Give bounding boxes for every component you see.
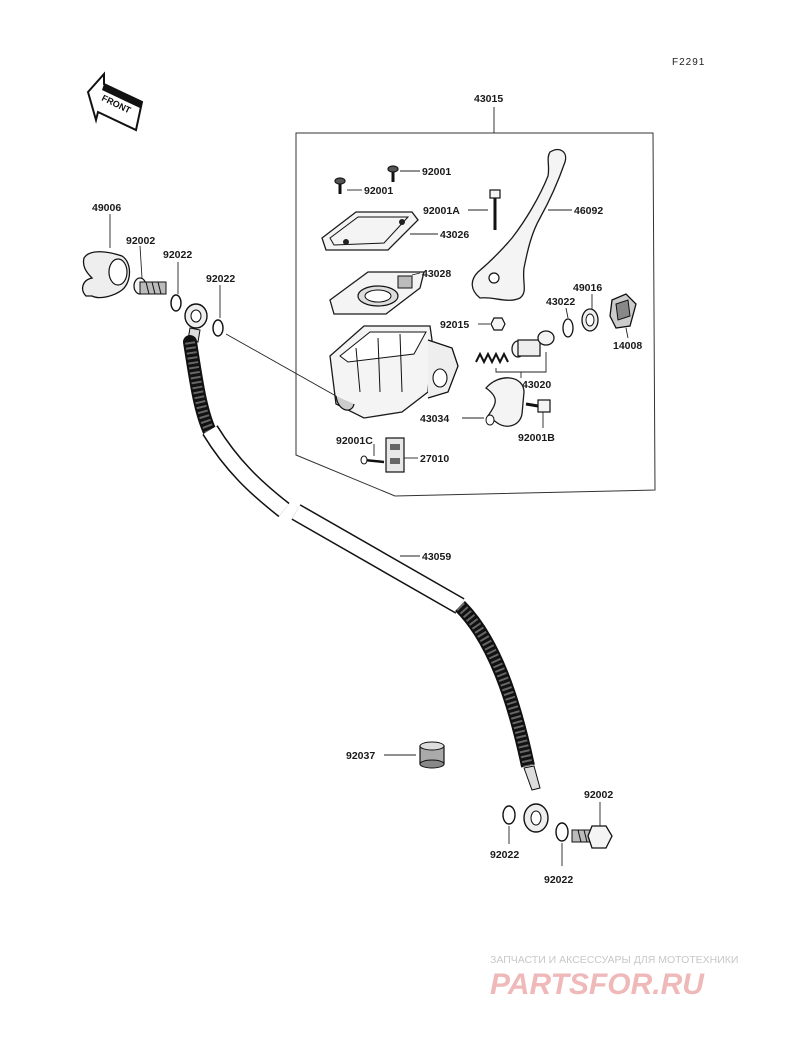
screw-92001-lower [334,177,346,194]
label-92037: 92037 [346,750,375,762]
washer-43022 [562,318,574,338]
watermark-tagline: ЗАПЧАСТИ И АКСЕССУАРЫ ДЛЯ МОТОТЕХНИКИ [490,954,738,966]
dust-boot-49016 [581,308,599,332]
label-92022-top2: 92022 [206,273,235,285]
assembly-boundary [295,132,656,497]
label-27010: 27010 [420,453,449,465]
label-46092: 46092 [574,205,603,217]
label-92022-bottom1: 92022 [490,849,519,861]
label-14008: 14008 [613,340,642,352]
watermark-brand: PARTSFOR.RU [490,968,705,1001]
bolt-92001B [525,399,551,413]
label-92022-bottom2: 92022 [544,874,573,886]
label-43015: 43015 [474,93,503,105]
label-43020: 43020 [522,379,551,391]
figure-code: F2291 [672,57,705,68]
reservoir-cap-43026 [321,211,419,251]
label-43034: 43034 [420,413,449,425]
screw-92001C [360,455,385,465]
brake-lever-46092 [471,148,567,301]
bolt-92001A [489,189,501,230]
watermark-logo: ЗАПЧАСТИ И АКСЕССУАРЫ ДЛЯ МОТОТЕХНИКИ PA… [490,954,738,1001]
diaphragm-43028 [329,271,425,315]
grommet-92037 [419,741,445,769]
switch-27010 [385,437,405,473]
label-49006: 49006 [92,202,121,214]
clamp-43034 [485,377,525,427]
master-cylinder-body [329,325,459,419]
label-92015: 92015 [440,319,469,331]
label-92022-top1: 92022 [163,249,192,261]
piston-43020 [511,330,555,358]
label-92001A: 92001A [423,205,460,217]
washer-92022-top2 [212,319,224,337]
label-92001C: 92001C [336,435,373,447]
washer-92022-top1 [170,294,182,312]
front-arrow-icon: FRONT [86,71,144,132]
nut-92015 [490,317,506,331]
label-49016: 49016 [573,282,602,294]
cover-49006 [81,251,131,299]
label-92002-top: 92002 [126,235,155,247]
label-92002-bottom: 92002 [584,789,613,801]
piston-spring-43020 [475,351,509,365]
label-43028: 43028 [422,268,451,280]
screw-92001-upper [387,165,399,182]
label-43022: 43022 [546,296,575,308]
banjo-bolt-92002-top [133,277,167,295]
washer-92022-bottom2 [555,822,569,842]
label-43026: 43026 [440,229,469,241]
brake-hose-43059 [183,303,549,833]
banjo-bolt-92002-bottom [571,825,613,849]
washer-92022-bottom1 [502,805,516,825]
label-92001B: 92001B [518,432,555,444]
label-43059: 43059 [422,551,451,563]
label-92001-upper: 92001 [422,166,451,178]
label-92001-lower: 92001 [364,185,393,197]
switch-14008 [609,293,637,329]
